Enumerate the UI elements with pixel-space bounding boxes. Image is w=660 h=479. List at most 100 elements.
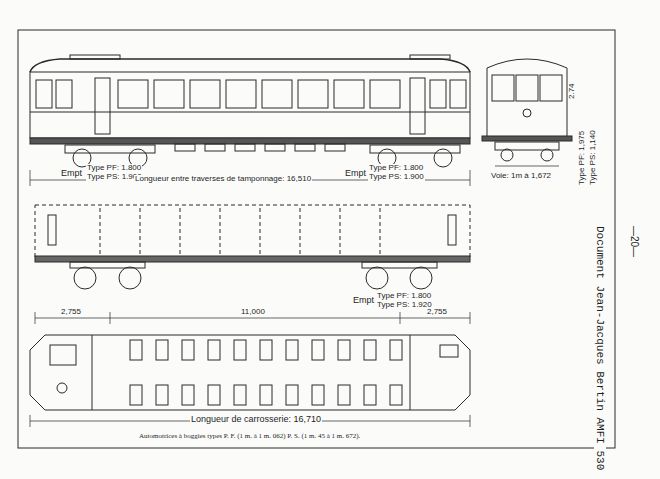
side-window	[334, 80, 364, 108]
track-gauge-line	[495, 166, 559, 167]
wheel	[541, 149, 553, 161]
dimension-label: —20—	[629, 225, 640, 258]
cab-window	[56, 80, 72, 108]
side-window	[298, 80, 328, 108]
seat	[182, 340, 194, 360]
seat	[312, 385, 324, 405]
equipment-box	[175, 144, 195, 151]
rib	[340, 208, 341, 255]
seat	[156, 385, 168, 405]
side-window	[118, 80, 148, 108]
bogie-frame	[495, 142, 559, 150]
dimension-tick	[35, 312, 36, 324]
wheel	[119, 267, 141, 289]
control-stand	[48, 215, 56, 245]
dimension-tick	[30, 170, 31, 186]
dimension-label: 2,755	[426, 308, 448, 317]
dimension-label: Empt	[60, 169, 83, 179]
rib	[140, 208, 141, 255]
dimension-label: Type PF: 1.800	[376, 292, 432, 301]
door	[95, 78, 110, 134]
door	[410, 78, 425, 134]
seat	[156, 340, 168, 360]
headlamp	[523, 109, 531, 117]
underframe-view	[35, 205, 470, 258]
seat	[130, 385, 142, 405]
dimension-label: Type PS: 1.920	[376, 301, 433, 310]
cab-window	[450, 80, 466, 108]
equipment-box	[235, 144, 255, 151]
side-window	[154, 80, 184, 108]
seat	[364, 340, 376, 360]
dimension-tick	[110, 312, 111, 324]
dimension-tick	[30, 415, 31, 427]
floor-plan	[30, 335, 470, 427]
dimension-label: 2.74	[568, 82, 577, 100]
belt-line	[30, 112, 470, 113]
dimension-label: Type PF: 1,975	[578, 130, 587, 186]
equipment-box	[325, 144, 345, 151]
bogie-frame	[70, 262, 145, 268]
car-body	[30, 72, 470, 138]
dimension-line	[35, 318, 470, 319]
floor-outline	[30, 335, 470, 410]
end-window	[516, 75, 538, 101]
body-outline	[35, 205, 470, 258]
end-window	[540, 75, 562, 101]
seat	[312, 340, 324, 360]
dimension-tick	[470, 415, 471, 427]
rib	[220, 208, 221, 255]
dimension-label: Empt	[352, 296, 375, 306]
dimension-label: Voie: 1m à 1,672	[490, 172, 552, 181]
side-window	[262, 80, 292, 108]
dimension-label: 11,000	[240, 308, 266, 317]
wheel	[434, 149, 452, 167]
equipment-box	[265, 144, 285, 151]
seat	[260, 385, 272, 405]
seat	[338, 340, 350, 360]
seat	[364, 385, 376, 405]
dimension-label: Type PF: 1.800	[86, 164, 142, 173]
seat	[286, 385, 298, 405]
seat	[208, 385, 220, 405]
seat	[390, 385, 402, 405]
seat	[208, 340, 220, 360]
dimension-label: Type PS: 1.900	[368, 173, 425, 182]
end-body	[487, 59, 567, 138]
brake-wheel	[57, 383, 67, 393]
seat	[130, 340, 142, 360]
dimension-label: Empt	[344, 169, 367, 179]
cab-partition	[410, 335, 411, 410]
roof-equipment	[410, 55, 450, 59]
dimension-label: Longueur de carrosserie: 16,710	[190, 415, 322, 425]
frame-rect	[18, 30, 615, 448]
seat	[338, 385, 350, 405]
cab-equipment	[50, 345, 76, 365]
roof	[30, 59, 470, 72]
seat	[260, 340, 272, 360]
cab-partition	[92, 335, 93, 410]
side-elevation	[30, 55, 470, 186]
cab-equipment	[440, 345, 458, 357]
bogie-frame	[362, 262, 437, 268]
end-elevation	[482, 59, 572, 166]
wheel	[74, 267, 96, 289]
dimension-label: Document Jean-Jacques Bertin AMFI 530	[594, 225, 606, 471]
chassis-beam	[35, 256, 470, 262]
wheel	[501, 149, 513, 161]
dimension-label: 2,755	[60, 308, 82, 317]
dimension-tick	[400, 312, 401, 324]
chassis	[35, 215, 470, 289]
page-frame	[18, 30, 615, 448]
end-window	[492, 75, 514, 101]
cab-window	[430, 80, 446, 108]
bogie-frame	[65, 145, 155, 153]
cab-window	[36, 80, 52, 108]
underframe	[30, 138, 470, 144]
seat	[182, 385, 194, 405]
roof-equipment	[70, 55, 120, 59]
side-window	[190, 80, 220, 108]
rib	[380, 208, 381, 255]
wheel	[410, 267, 432, 289]
